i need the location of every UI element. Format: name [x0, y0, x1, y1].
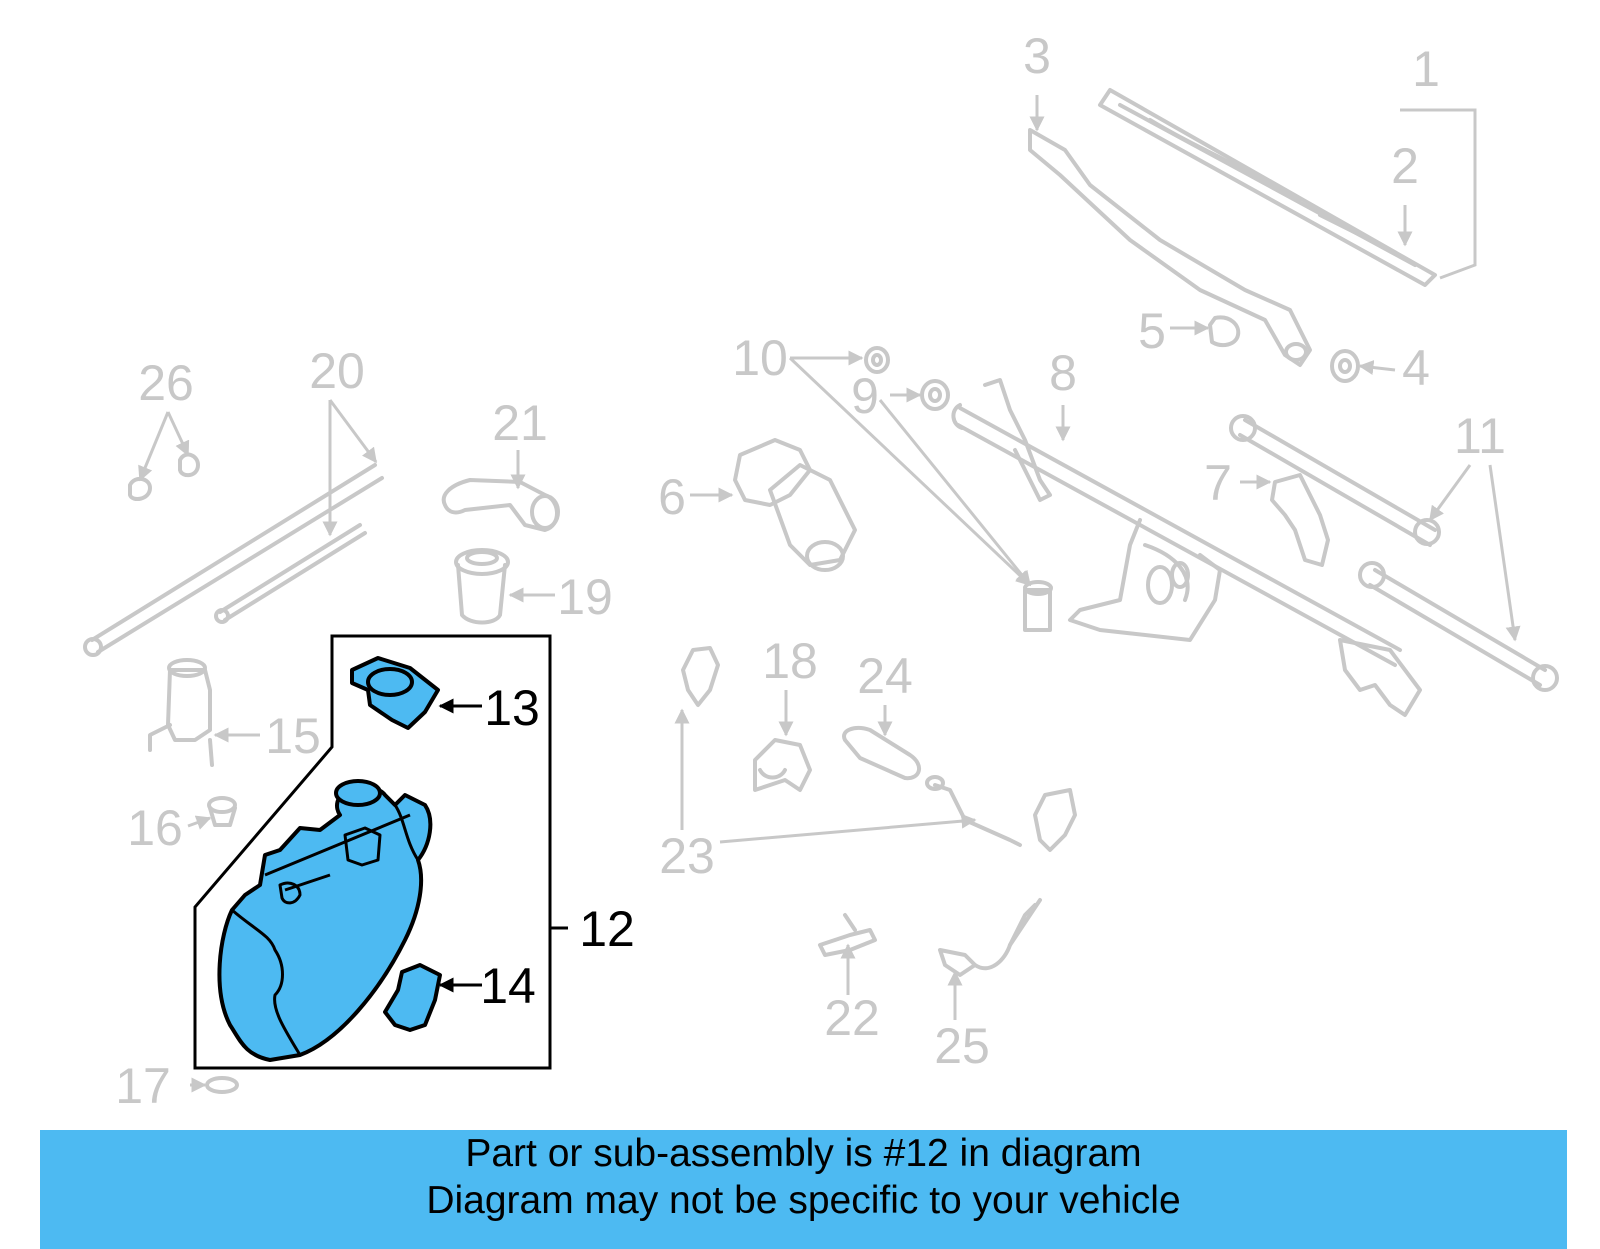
banner-line-1: Part or sub-assembly is #12 in diagram: [465, 1132, 1142, 1175]
grommet-9: [920, 379, 950, 411]
banner-line-2: Diagram may not be specific to your vehi…: [426, 1179, 1181, 1222]
washer-4: [1330, 349, 1360, 383]
bracket-7: [1270, 473, 1330, 567]
label-25: 25: [934, 1018, 990, 1074]
nut-5: [1208, 315, 1241, 348]
label-22: 22: [824, 990, 880, 1046]
cap-13[interactable]: [350, 656, 440, 730]
label-16: 16: [127, 800, 183, 856]
black-leaders: [438, 698, 482, 993]
seal-17: [205, 1076, 239, 1094]
label-10: 10: [732, 330, 788, 386]
label-9: 9: [851, 368, 879, 424]
assembly-12-callout-box: [193, 634, 568, 1070]
label-8: 8: [1049, 345, 1077, 401]
bracket-1-2: [1400, 108, 1477, 280]
label-2: 2: [1391, 138, 1419, 194]
label-15: 15: [265, 708, 321, 764]
connector-22: [818, 913, 877, 957]
wiper-blade-assembly: [1028, 88, 1437, 367]
wiper-motor-6: [733, 438, 857, 572]
cap-19: [454, 548, 510, 625]
label-13: 13: [484, 680, 540, 736]
label-14: 14: [480, 958, 536, 1014]
grommet-16: [207, 796, 237, 827]
nozzle-24: [842, 726, 921, 781]
callout-labels: 1 2 3 4 5 6 7 8 9 10 11 12 13 14 15 16 1…: [115, 28, 1506, 1114]
grey-leaders: [138, 95, 1521, 1093]
label-24: 24: [857, 648, 913, 704]
struts-20: [83, 463, 384, 657]
bracket-18: [753, 738, 812, 792]
label-23: 23: [659, 828, 715, 884]
label-7: 7: [1204, 455, 1232, 511]
wiper-linkage: [951, 378, 1422, 717]
nut-10: [864, 346, 890, 374]
label-20: 20: [309, 343, 365, 399]
washer-reservoir-12[interactable]: [217, 779, 433, 1062]
link-rods-11: [1229, 414, 1559, 692]
bushing: [1023, 580, 1053, 632]
label-17: 17: [115, 1058, 171, 1114]
label-5: 5: [1138, 303, 1166, 359]
label-4: 4: [1402, 340, 1430, 396]
label-21: 21: [492, 395, 548, 451]
label-11: 11: [1454, 408, 1506, 464]
hose-21: [441, 478, 560, 532]
label-6: 6: [658, 469, 686, 525]
sensor-25: [938, 898, 1042, 977]
label-12: 12: [579, 901, 635, 957]
pump-15: [148, 658, 214, 767]
label-3: 3: [1023, 28, 1051, 84]
label-1: 1: [1412, 41, 1440, 97]
label-19: 19: [557, 569, 613, 625]
label-26: 26: [138, 355, 194, 411]
label-18: 18: [762, 633, 818, 689]
info-banner: Part or sub-assembly is #12 in diagram D…: [40, 1130, 1567, 1249]
grommet-14[interactable]: [383, 963, 442, 1032]
